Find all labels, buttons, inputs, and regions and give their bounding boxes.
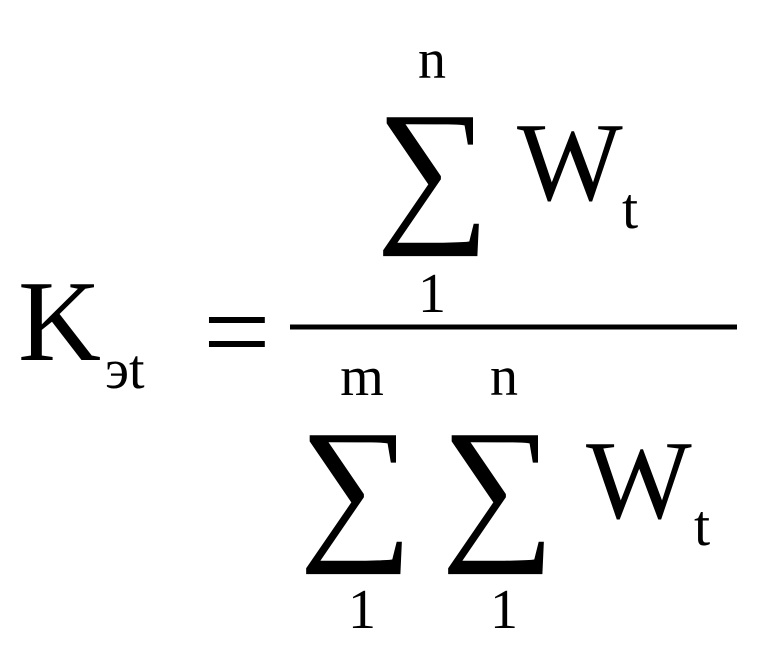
numerator-sum-lower: 1: [418, 263, 446, 325]
denominator-outer-sum-lower: 1: [348, 579, 376, 641]
equals-sign: =: [203, 265, 271, 398]
numerator: n ∑ 1 W t: [376, 29, 638, 325]
numerator-sum-upper: n: [418, 29, 446, 91]
denominator-term-subscript: t: [694, 493, 710, 558]
denominator-inner-sum-upper: n: [490, 346, 518, 408]
lhs-subscript: эt: [105, 339, 145, 401]
numerator-term-symbol: W: [517, 101, 623, 225]
denominator-term-symbol: W: [586, 419, 692, 543]
denominator: m ∑ 1 n ∑ 1 W t: [299, 346, 710, 641]
numerator-sigma-icon: ∑: [376, 79, 490, 257]
denominator-outer-sum-upper: m: [340, 346, 384, 408]
lhs-symbol: K: [18, 258, 101, 385]
denominator-inner-sum-lower: 1: [490, 579, 518, 641]
numerator-term-subscript: t: [622, 176, 638, 241]
denominator-outer-sigma-icon: ∑: [299, 397, 413, 575]
lhs: K эt: [18, 258, 145, 401]
denominator-inner-sigma-icon: ∑: [441, 397, 555, 575]
